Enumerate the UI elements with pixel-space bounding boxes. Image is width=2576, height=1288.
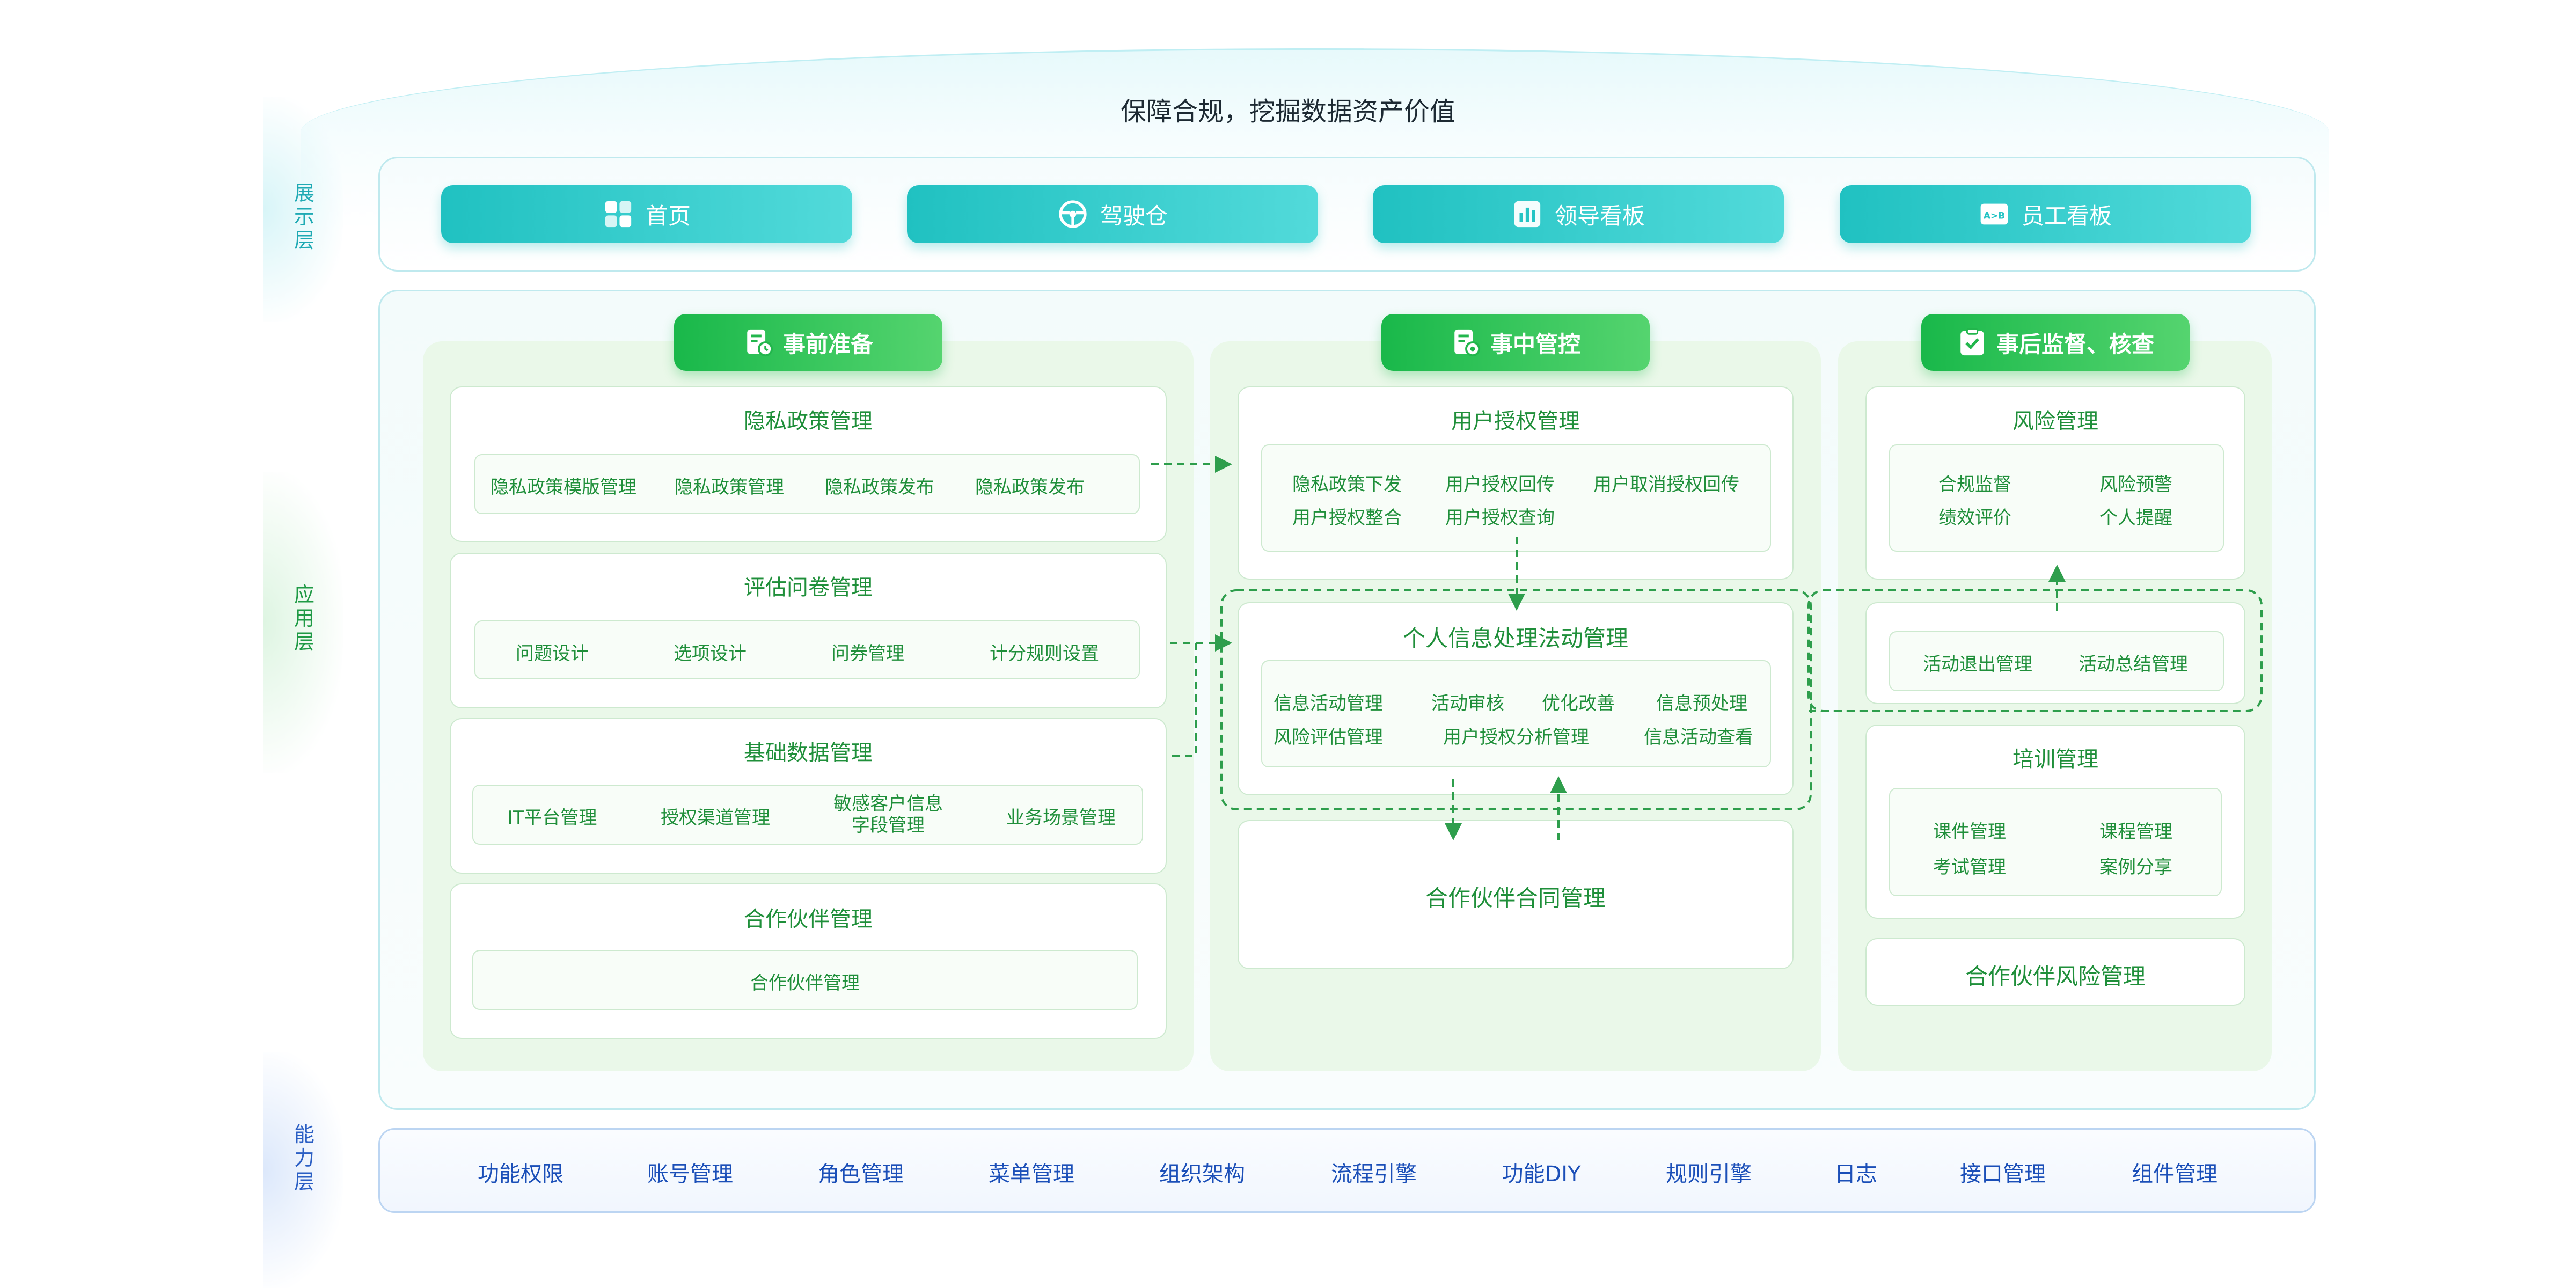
capability-item[interactable]: 接口管理 bbox=[1960, 1162, 2046, 1187]
user-authorization-card-title: 用户授权管理 bbox=[1451, 409, 1580, 434]
capability-item[interactable]: 功能DIY bbox=[1502, 1162, 1581, 1187]
capability-item[interactable]: 规则引擎 bbox=[1666, 1162, 1752, 1187]
before-column-title: 事前准备 bbox=[782, 331, 873, 357]
list-item[interactable]: 个人提醒 bbox=[2099, 507, 2172, 529]
training-card-title: 培训管理 bbox=[2012, 747, 2098, 772]
display-layer-glow bbox=[263, 97, 343, 322]
employee-dashboard-label: 员工看板 bbox=[2021, 202, 2112, 229]
document-gear-icon bbox=[1454, 329, 1481, 357]
list-item[interactable]: 问题设计 bbox=[516, 643, 589, 664]
capability-layer-glow bbox=[263, 1052, 343, 1288]
list-item[interactable]: 风险评估管理 bbox=[1274, 727, 1383, 748]
partner-items bbox=[472, 950, 1138, 1010]
list-item[interactable]: 用户授权回传 bbox=[1445, 474, 1555, 495]
list-item[interactable]: 绩效评价 bbox=[1938, 507, 2011, 529]
list-item[interactable]: 优化改善 bbox=[1542, 693, 1615, 714]
leader-dashboard-label: 领导看板 bbox=[1554, 202, 1645, 229]
risk-management-items bbox=[1889, 444, 2224, 552]
list-item[interactable]: 隐私政策管理 bbox=[675, 477, 784, 498]
list-item[interactable]: IT平台管理 bbox=[507, 807, 597, 829]
list-item[interactable]: 信息预处理 bbox=[1656, 693, 1747, 714]
list-item[interactable]: 课件管理 bbox=[1933, 821, 2006, 843]
list-item[interactable]: 活动退出管理 bbox=[1923, 654, 2032, 675]
list-item[interactable]: 业务场景管理 bbox=[1006, 807, 1116, 829]
list-item[interactable]: 隐私政策发布 bbox=[975, 477, 1085, 498]
list-item[interactable]: 信息活动查看 bbox=[1644, 727, 1753, 748]
info-activity-card-title: 个人信息处理法动管理 bbox=[1402, 625, 1628, 652]
list-item[interactable]: 授权渠道管理 bbox=[661, 807, 770, 829]
list-item[interactable]: 风险预警 bbox=[2099, 474, 2172, 495]
list-item[interactable]: 隐私政策发布 bbox=[825, 477, 934, 498]
home-button[interactable]: 首页 bbox=[441, 185, 852, 243]
page-headline: 保障合规，挖掘数据资产价值 bbox=[1120, 97, 1455, 127]
before-column-header: 事前准备 bbox=[674, 314, 942, 371]
risk-management-card-title: 风险管理 bbox=[2012, 409, 2098, 434]
basic-data-items bbox=[472, 785, 1143, 845]
partner-risk-card bbox=[1865, 938, 2245, 1006]
clipboard-check-icon bbox=[1960, 328, 1984, 356]
list-item[interactable]: 信息活动管理 bbox=[1274, 693, 1383, 714]
after-column-title: 事后监督、核查 bbox=[1996, 331, 2154, 357]
list-item[interactable]: 合作伙伴管理 bbox=[750, 972, 860, 994]
capability-layer-label: 能力层 bbox=[294, 1123, 315, 1194]
user-authorization-items bbox=[1261, 444, 1771, 552]
privacy-policy-items bbox=[474, 454, 1140, 514]
capability-item[interactable]: 组织架构 bbox=[1159, 1162, 1245, 1187]
display-layer-label: 展示层 bbox=[294, 181, 315, 252]
capability-item[interactable]: 账号管理 bbox=[647, 1162, 733, 1187]
cockpit-button[interactable]: 驾驶仓 bbox=[907, 185, 1318, 243]
list-item[interactable]: 合规监督 bbox=[1938, 474, 2011, 495]
privacy-policy-card-title: 隐私政策管理 bbox=[744, 409, 873, 434]
during-column-title: 事中管控 bbox=[1490, 331, 1580, 357]
list-item[interactable]: 敏感客户信息字段管理 bbox=[833, 793, 943, 836]
leader-dashboard-button[interactable]: 领导看板 bbox=[1373, 185, 1784, 243]
partner-risk-card-title: 合作伙伴风险管理 bbox=[1965, 963, 2146, 990]
list-item[interactable]: 隐私政策模版管理 bbox=[491, 477, 636, 498]
partner-contract-card bbox=[1238, 820, 1794, 969]
capability-item[interactable]: 组件管理 bbox=[2132, 1162, 2218, 1187]
questionnaire-items bbox=[474, 620, 1140, 679]
capability-item[interactable]: 功能权限 bbox=[478, 1162, 564, 1187]
grid-icon bbox=[605, 201, 632, 228]
during-column-header: 事中管控 bbox=[1381, 314, 1650, 371]
list-item[interactable]: 用户授权整合 bbox=[1292, 507, 1402, 529]
home-button-label: 首页 bbox=[645, 202, 691, 229]
list-item[interactable]: 用户取消授权回传 bbox=[1593, 474, 1739, 495]
list-item[interactable]: 考试管理 bbox=[1933, 857, 2006, 878]
bar-chart-icon bbox=[1514, 201, 1541, 228]
list-item[interactable]: 课程管理 bbox=[2099, 821, 2172, 843]
list-item[interactable]: 问券管理 bbox=[831, 643, 904, 664]
employee-dashboard-button[interactable]: A>B 员工看板 bbox=[1840, 185, 2251, 243]
capability-layer-bar bbox=[378, 1128, 2316, 1213]
capability-item[interactable]: 角色管理 bbox=[818, 1162, 904, 1187]
svg-text:A>B: A>B bbox=[1984, 210, 2005, 221]
capability-item[interactable]: 日志 bbox=[1834, 1162, 1877, 1187]
list-item[interactable]: 隐私政策下发 bbox=[1292, 474, 1402, 495]
list-item[interactable]: 计分规则设置 bbox=[990, 643, 1099, 664]
list-item[interactable]: 用户授权查询 bbox=[1445, 507, 1555, 529]
application-layer-glow bbox=[263, 472, 343, 773]
steering-wheel-icon bbox=[1059, 200, 1087, 228]
list-item[interactable]: 案例分享 bbox=[2099, 857, 2172, 878]
questionnaire-card-title: 评估问卷管理 bbox=[744, 575, 873, 600]
partner-contract-card-title: 合作伙伴合同管理 bbox=[1425, 885, 1606, 911]
ab-board-icon: A>B bbox=[1980, 203, 2008, 225]
training-items bbox=[1889, 788, 2222, 896]
basic-data-card-title: 基础数据管理 bbox=[744, 741, 873, 765]
application-layer-label: 应用层 bbox=[294, 583, 315, 654]
list-item[interactable]: 活动审核 bbox=[1431, 693, 1504, 714]
after-column-header: 事后监督、核查 bbox=[1921, 314, 2190, 371]
partner-card-title: 合作伙伴管理 bbox=[744, 907, 873, 932]
capability-item[interactable]: 流程引擎 bbox=[1331, 1162, 1417, 1187]
cockpit-button-label: 驾驶仓 bbox=[1100, 202, 1168, 229]
list-item[interactable]: 选项设计 bbox=[674, 643, 747, 664]
capability-item[interactable]: 菜单管理 bbox=[989, 1162, 1074, 1187]
list-item[interactable]: 用户授权分析管理 bbox=[1443, 727, 1589, 748]
document-clock-icon bbox=[747, 329, 773, 357]
list-item[interactable]: 活动总结管理 bbox=[2079, 654, 2188, 675]
